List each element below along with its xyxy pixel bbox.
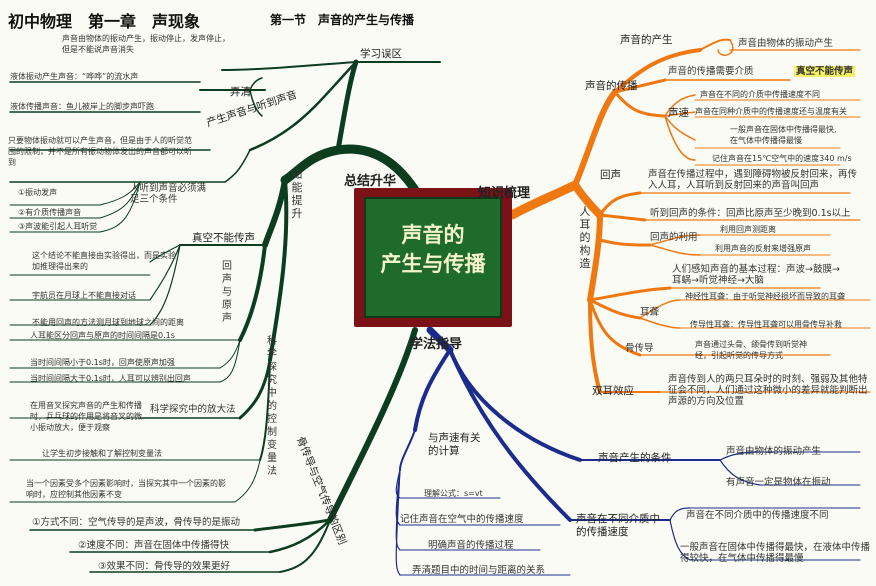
binaural-label: 双耳效应 — [592, 385, 634, 397]
deaf-item-2: 传导性耳聋：传导性耳聋可以用骨传导补救 — [690, 320, 842, 329]
branch-summary: 总结升华 — [344, 174, 397, 189]
calc-item-3: 弄清题目中的时间与距离的关系 — [412, 565, 546, 576]
control-label: 科学探究中的控制变量法 — [267, 336, 277, 477]
spread-label: 声音的传播 — [585, 80, 638, 92]
clarify-item-2: 液体传播声音：鱼儿被岸上的脚步声吓跑 — [10, 102, 154, 111]
medium-label: 声音的传播需要介质 — [668, 66, 754, 77]
bone-diff-2: ②速度不同：声音在固体中传播得快 — [78, 540, 230, 551]
medium-speed-1: 声音在不同介质中的传播速度不同 — [686, 510, 829, 521]
bone-conduction-text: 声音通过头骨、颌骨传到听觉神经，引起听觉的传导方式 — [695, 340, 807, 360]
deaf-label: 耳聋 — [640, 307, 660, 318]
origin-text: 声音由物体的振动产生 — [738, 38, 834, 49]
echo-knowledge-text: 声音在传播过程中，遇到障碍物被反射回来，再传入人耳，人耳听到反射回来的声音叫回声 — [648, 169, 858, 191]
conditions-label: 人听到声音必须满足三个条件 — [130, 183, 207, 205]
calc-item-1: 记住声音在空气中的传播速度 — [400, 514, 524, 525]
clarify-item-1: 液体振动产生声音：“哗哗”的流水声 — [10, 72, 139, 81]
amplify-text: 在用音叉探究声音的产生和传播时，乒乓球的作用是将音叉的微小振动放大，便于观察 — [30, 401, 142, 432]
mistakes-item: 声音由物体的振动产生，振动停止，发声停止，但是不能说声音消失 — [62, 34, 230, 54]
produce-cond-label: 声音产生的条件 — [598, 452, 672, 464]
branch-knowledge: 知识梳理 — [478, 186, 531, 201]
origin-label: 声音的产生 — [620, 34, 673, 46]
echo-use-1: 利用回声测距离 — [720, 225, 776, 234]
mistakes-label: 学习误区 — [360, 48, 402, 60]
medium-speed-2: 一般声音在固体中传播得最快，在液体中传播得较快，在气体中传播得最慢 — [680, 542, 871, 564]
deaf-item-1: 神经性耳聋：由于听觉神经损坏而导致的耳聋 — [685, 292, 845, 301]
speed-label: 声速 — [668, 107, 689, 119]
speed-item-2: 声音在同种介质中的传播速度还与温度有关 — [695, 107, 847, 116]
echo-knowledge-label: 回声 — [600, 169, 621, 181]
echo-label: 回声与原声 — [222, 261, 232, 324]
bone-diff-1: ①方式不同：空气传导的是声波，骨传导的是振动 — [32, 517, 241, 528]
speed-item-1: 声音在不同的介质中传播速度不同 — [700, 90, 820, 99]
echo-condition: 听到回声的条件：回声比原声至少晚到0.1s以上 — [650, 208, 851, 219]
medium-speed-label: 声音在不同介质中的传播速度 — [576, 513, 660, 538]
vacuum-item-3: 不能用回声的方法测月球到地球之间的距离 — [32, 318, 184, 327]
calc-item-2: 明确声音的传播过程 — [428, 540, 514, 551]
vacuum-label: 真空不能传声 — [192, 232, 255, 244]
control-item-1: 让学生初步接触和了解控制变量法 — [42, 449, 162, 458]
condition-1: ①振动发声 — [18, 188, 58, 197]
page-title: 初中物理 第一章 声现象 — [8, 12, 201, 31]
ear-structure-text: 人们感知声音的基本过程：声波→鼓膜→耳蜗→听觉神经→大脑 — [672, 264, 840, 286]
vacuum-item-2: 宇航员在月球上不能直接对话 — [32, 291, 136, 300]
produce-cond-1: 声音由物体的振动产生 — [726, 446, 822, 457]
branch-method: 学法指导 — [410, 337, 463, 352]
center-node: 声音的 产生与传播 — [354, 188, 512, 327]
bone-conduction-label: 骨传导 — [625, 343, 654, 354]
calc-formula: 理解公式：s=vt — [424, 489, 483, 498]
hear-text: 只要物体振动就可以产生声音，但是由于人的听觉范围的限制，并不是所有振动物体发出的… — [8, 136, 192, 167]
control-item-2: 当一个因素受多个因素影响时，当探究其中一个因素的影响时，应控制其他因素不变 — [26, 479, 226, 499]
center-title-line2: 产生与传播 — [380, 252, 486, 276]
calc-label: 与声速有关的计算 — [428, 432, 481, 457]
echo-item-3: 当时间间隔大于0.1s时，人耳可以辨别出回声 — [30, 374, 191, 383]
center-board: 声音的 产生与传播 — [364, 197, 502, 318]
produce-cond-2: 有声音一定是物体在振动 — [726, 477, 831, 488]
vacuum-highlight: 真空不能传声 — [794, 66, 856, 77]
condition-3: ③声波能引起人耳听觉 — [18, 222, 98, 231]
binaural-text: 声音传到人的两只耳朵时的时刻、强弱及其他特征会不同，人们通过这种微小的差异就能判… — [668, 374, 868, 407]
ability-label: 知能提升 — [291, 168, 303, 220]
center-title-line1: 声音的 — [401, 223, 465, 247]
section-title: 第一节 声音的产生与传播 — [270, 13, 415, 27]
speed-item-4: 记住声音在15℃空气中的速度340 m/s — [712, 154, 852, 163]
amplify-label: 科学探究中的放大法 — [150, 404, 236, 415]
echo-item-1: 人耳能区分回声与原声的时间间隔是0.1s — [30, 331, 175, 340]
center-title: 声音的 产生与传播 — [366, 221, 500, 279]
vacuum-item-1: 这个结论不能直接由实验得出，而是实验加推理得出来的 — [32, 251, 176, 271]
speed-item-3: 一般声音在固体中传播得最快,在气体中传播得最慢 — [730, 125, 837, 145]
echo-use-label: 回声的利用 — [650, 232, 698, 243]
ear-structure-label: 人耳的构造 — [579, 205, 591, 270]
echo-use-2: 利用声音的反射来增强原声 — [715, 244, 811, 253]
clarify-label: 弄清 — [230, 86, 251, 98]
condition-2: ②有介质传播声音 — [18, 208, 82, 217]
bone-diff-3: ③效果不同：骨传导的效果更好 — [98, 561, 231, 572]
echo-item-2: 当时间间隔小于0.1s时，回声使原声加强 — [30, 358, 175, 367]
